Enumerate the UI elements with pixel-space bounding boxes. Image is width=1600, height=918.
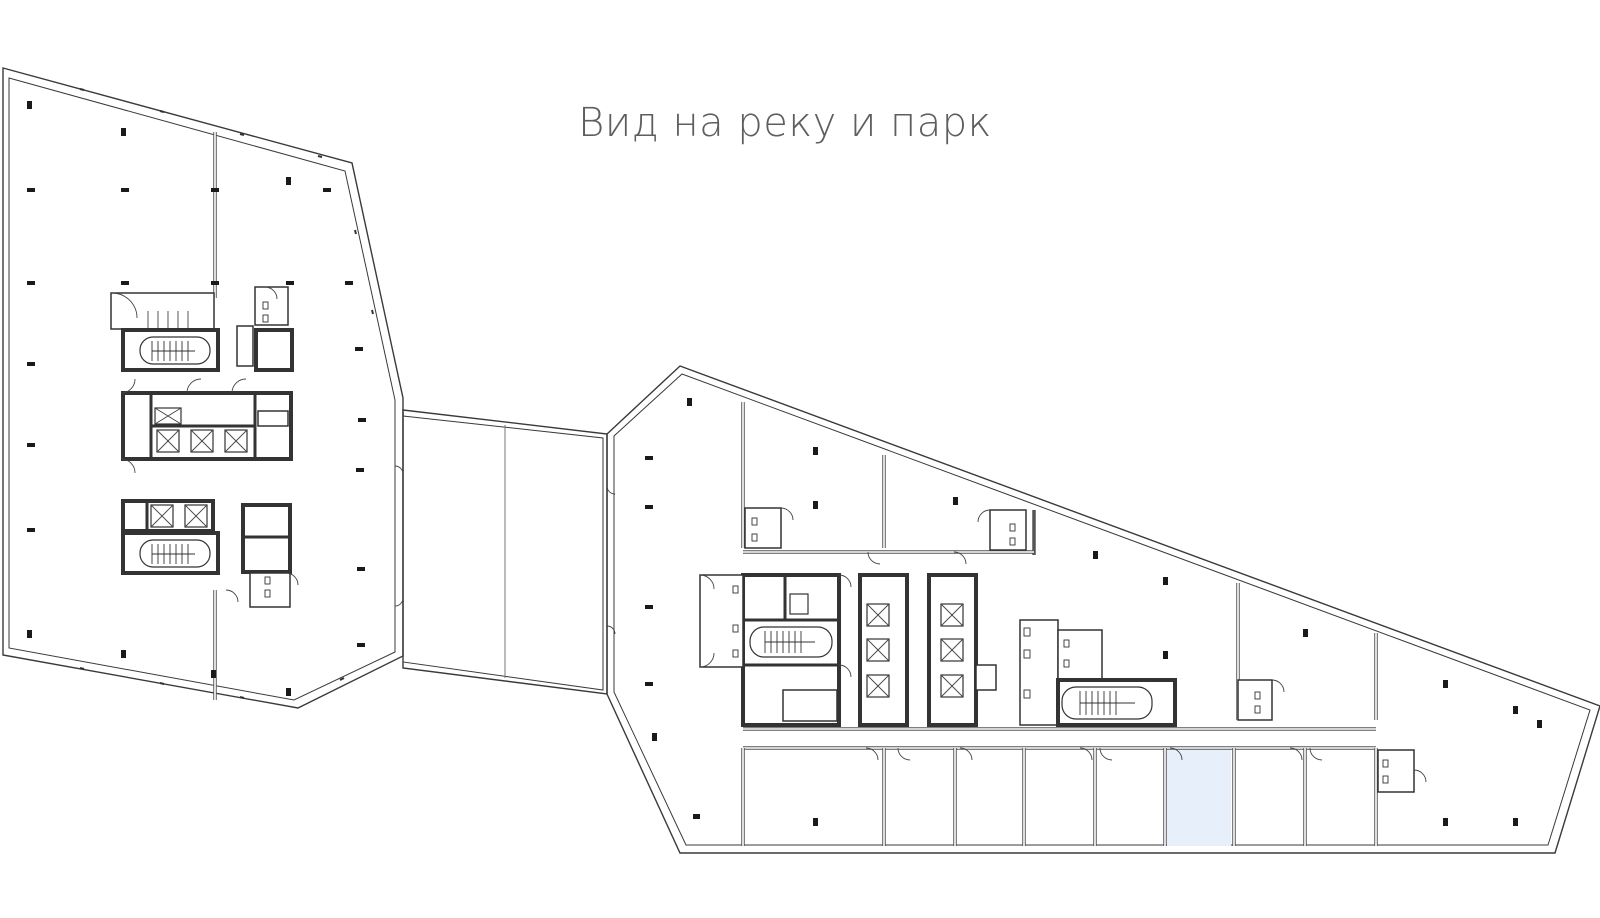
connecting-bridge (394, 409, 616, 695)
west-wing-columns (27, 101, 366, 696)
west-wing-facade-ticks (79, 88, 374, 699)
east-core-left (699, 573, 852, 727)
west-core-lifts (120, 378, 293, 474)
west-core-upper (110, 286, 294, 372)
east-core-lifts (858, 573, 997, 727)
west-wing (2, 67, 404, 709)
east-bottom-partitions (741, 747, 1378, 846)
east-wing (606, 365, 1600, 854)
west-core-lower (121, 499, 299, 608)
east-wc-pods (744, 507, 1427, 793)
selected-unit[interactable] (1167, 749, 1231, 846)
east-core-right (1019, 619, 1177, 727)
east-top-partitions (741, 402, 1378, 750)
view-direction-label: Вид на реку и парк (578, 100, 992, 146)
east-wing-columns (645, 398, 1542, 826)
